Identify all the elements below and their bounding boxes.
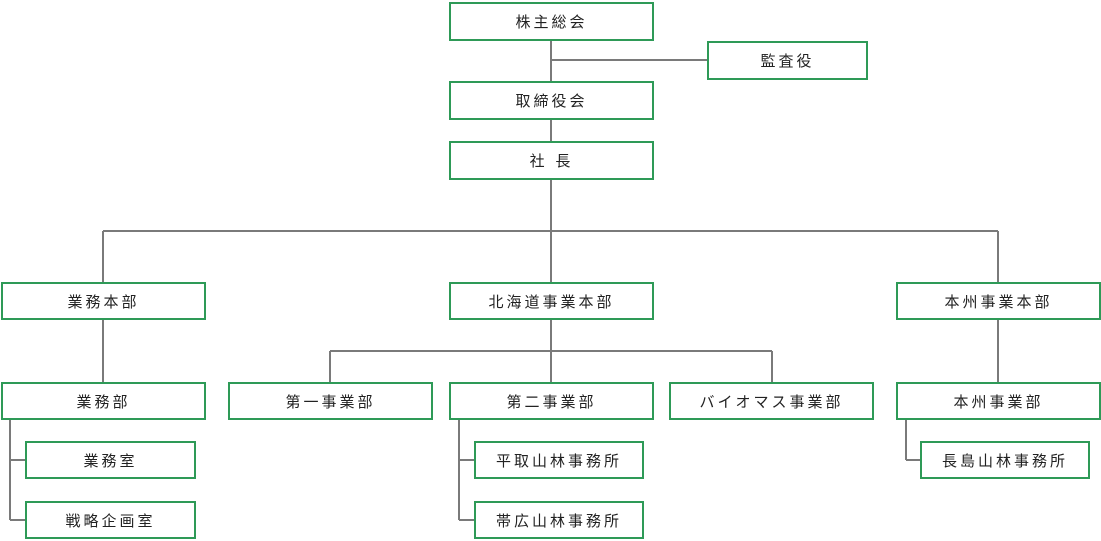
node-second-dept: 第二事業部 [449, 382, 654, 420]
node-board: 取締役会 [449, 81, 654, 120]
node-hiratori-office: 平取山林事務所 [474, 441, 644, 479]
node-strategy-office: 戦略企画室 [25, 501, 196, 539]
node-business-office: 業務室 [25, 441, 196, 479]
node-biomass-dept: バイオマス事業部 [669, 382, 874, 420]
node-honshu-hq: 本州事業本部 [896, 282, 1101, 320]
node-business-dept: 業務部 [1, 382, 206, 420]
node-president: 社 長 [449, 141, 654, 180]
node-shareholders: 株主総会 [449, 2, 654, 41]
node-honshu-dept: 本州事業部 [896, 382, 1101, 420]
node-auditor: 監査役 [707, 41, 868, 80]
node-first-dept: 第一事業部 [228, 382, 433, 420]
node-obihiro-office: 帯広山林事務所 [474, 501, 644, 539]
node-business-hq: 業務本部 [1, 282, 206, 320]
node-hokkaido-hq: 北海道事業本部 [449, 282, 654, 320]
node-nagashima-office: 長島山林事務所 [920, 441, 1090, 479]
